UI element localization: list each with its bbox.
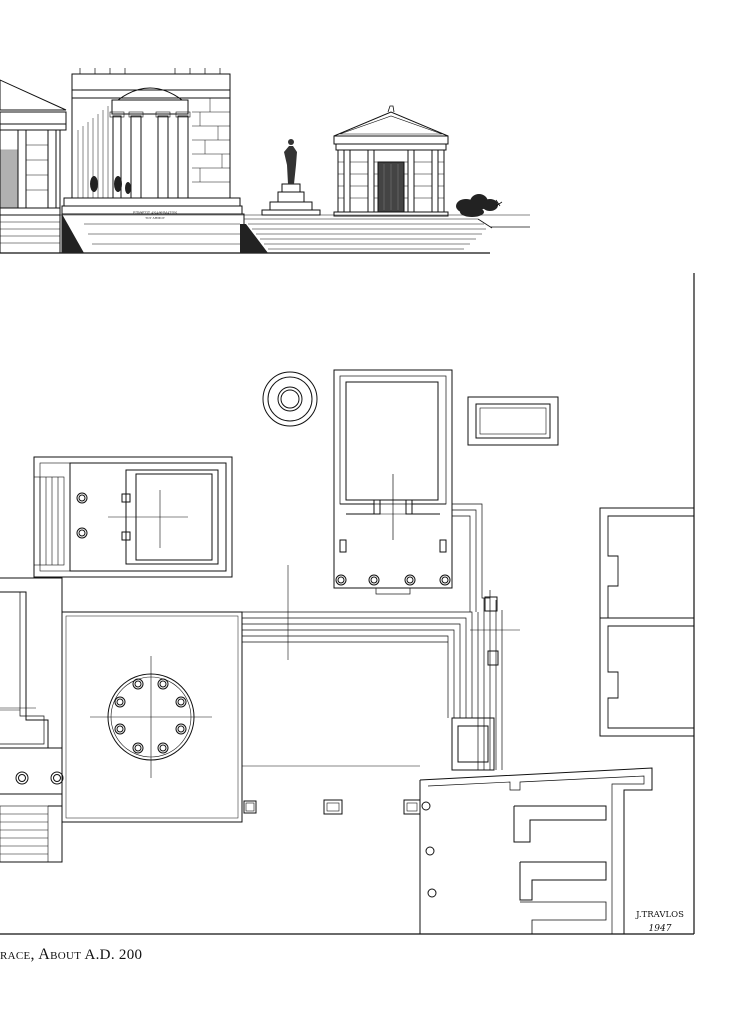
elevation-inscription-line1: ΕΠΙΘΕΣΙΣ ΑΝΑΘΗΜΑΤΩΝ <box>133 211 177 215</box>
caption-part2: A.D. 200 <box>84 947 143 963</box>
far-left-building-plan <box>0 577 64 863</box>
plate-caption: race, About A.D. 200 <box>0 946 142 964</box>
right-temple-plan <box>333 369 453 595</box>
terrace-steps-plan <box>242 503 503 770</box>
monopteros-plan <box>61 611 243 823</box>
signature-name: J.TRAVLOS <box>635 910 684 920</box>
signature-year: 1947 <box>649 924 672 934</box>
shrub-elevation <box>456 194 498 217</box>
round-altar-plan <box>262 371 318 427</box>
right-stoa-plan <box>599 507 694 737</box>
left-temple-elevation <box>0 79 67 254</box>
central-monument-elevation <box>61 68 268 254</box>
statue-elevation <box>261 139 321 216</box>
elevation-inscription-line2: ΤΟΥ ΔΗΜΟΥ <box>145 216 165 220</box>
rectangular-base-plan <box>467 396 559 446</box>
caption-part1: race, About <box>0 946 82 963</box>
plan-drawing <box>0 273 695 935</box>
left-temple-plan <box>33 456 233 578</box>
bottom-right-building-plan <box>419 767 653 934</box>
elevation-drawing <box>0 68 530 254</box>
right-temple-elevation <box>333 105 449 217</box>
right-terrace-steps <box>244 218 493 250</box>
